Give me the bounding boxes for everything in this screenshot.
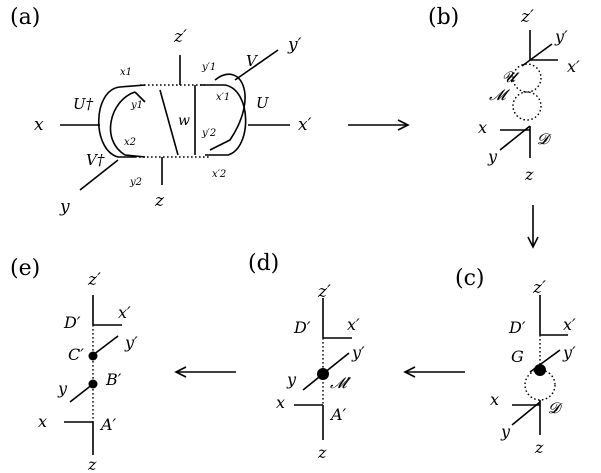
- panel-a: (a) x y z z′ x′ y′ U† V† U V x1 x2 y1 y2: [10, 5, 312, 217]
- strand-udag: [98, 84, 146, 158]
- label-dp: D′: [508, 318, 526, 337]
- label-m: 𝓜: [489, 86, 511, 104]
- label-u: U: [256, 94, 270, 112]
- panel-b: (b) z′ y′ x′ 𝓤 𝓜 x 𝓓 y z: [428, 5, 580, 184]
- label-x: x: [276, 393, 285, 412]
- label-xp: x′: [347, 315, 360, 334]
- label-dp: D′: [63, 313, 81, 332]
- label-y: y: [286, 370, 297, 389]
- panel-d: (d) z′ D′ x′ y′ y 𝓜′ x A′ z: [248, 251, 365, 462]
- label-z: z: [534, 438, 544, 457]
- label-yp: y′: [351, 343, 365, 362]
- panel-c-label: (c): [455, 266, 485, 291]
- leg-yp: [234, 49, 279, 81]
- leg-yp: [521, 43, 553, 67]
- leg-y: [511, 401, 541, 426]
- label-d: 𝓓: [537, 130, 552, 148]
- label-z: z: [87, 455, 97, 473]
- label-yp: y′: [287, 35, 302, 55]
- strand-v: [209, 73, 246, 151]
- panel-c: (c) z′ D′ x′ G y′ x 𝓓 y z: [455, 266, 576, 457]
- strand-vdag: [109, 91, 146, 158]
- label-zp: z′: [317, 282, 331, 302]
- label-zp: z′: [532, 278, 546, 298]
- arrow-c-to-d: [403, 366, 465, 378]
- label-xp: x′: [298, 115, 312, 135]
- label-bp: B′: [105, 370, 122, 389]
- leg-y: [69, 383, 94, 403]
- label-vdag: V†: [86, 151, 105, 169]
- arrow-d-to-e: [174, 366, 236, 378]
- label-x: x: [38, 412, 47, 431]
- label-yp: y′: [554, 27, 568, 46]
- label-udag: U†: [73, 95, 94, 113]
- node-u: [512, 63, 542, 93]
- panel-e: (e) z′ D′ x′ C′ y′ y B′ x A′ z: [10, 256, 138, 473]
- label-x2p: x′2: [212, 169, 226, 180]
- label-zp: z′: [173, 27, 187, 47]
- label-y: y: [487, 147, 498, 166]
- node-m: [512, 91, 542, 121]
- label-v: V: [246, 52, 259, 70]
- label-z: z: [154, 191, 165, 211]
- panel-e-label: (e): [10, 256, 40, 281]
- strand-u: [200, 84, 247, 156]
- leg-y: [499, 125, 531, 151]
- node-g: [534, 364, 546, 376]
- label-y: y: [59, 197, 70, 217]
- label-zp: z′: [520, 7, 534, 27]
- label-yp: y′: [562, 343, 576, 362]
- label-y: y: [57, 379, 68, 398]
- label-u: 𝓤: [502, 68, 520, 86]
- arrow-b-to-c: [527, 205, 539, 249]
- label-z: z: [524, 165, 534, 184]
- label-x2: x2: [124, 137, 136, 148]
- label-y1: y1: [130, 100, 143, 111]
- label-w: w: [178, 113, 190, 129]
- node-cp: [88, 351, 98, 361]
- leg-y: [79, 159, 119, 191]
- label-zp: z′: [87, 270, 101, 290]
- label-y2p: y′2: [201, 128, 216, 139]
- label-x: x: [34, 115, 44, 135]
- strand-y1: [134, 91, 146, 103]
- label-ap: A′: [99, 415, 117, 434]
- label-xp: x′: [563, 315, 576, 334]
- label-y2: y2: [129, 177, 142, 188]
- leg-yp: [92, 335, 119, 356]
- arrow-a-to-b: [348, 119, 410, 131]
- panel-b-label: (b): [428, 5, 459, 30]
- label-yp: y′: [124, 333, 138, 352]
- label-z: z: [317, 443, 327, 462]
- label-x: x: [490, 390, 499, 409]
- label-x1: x1: [120, 67, 132, 78]
- label-y: y: [500, 422, 511, 441]
- label-xp: x′: [567, 57, 580, 76]
- label-d: 𝓓: [548, 399, 563, 417]
- strand-w: [159, 89, 179, 156]
- label-cp: C′: [68, 345, 84, 364]
- label-x: x: [478, 118, 487, 137]
- label-dp: D′: [293, 318, 311, 337]
- label-g: G: [511, 347, 524, 366]
- panel-d-label: (d): [248, 251, 279, 276]
- label-x1p: x′1: [216, 92, 230, 103]
- node-d: [524, 369, 556, 401]
- label-ap: A′: [329, 405, 347, 424]
- label-xp: x′: [118, 303, 131, 322]
- panel-a-label: (a): [10, 5, 40, 30]
- label-mp: 𝓜′: [330, 374, 352, 392]
- label-y1p: y′1: [201, 62, 216, 73]
